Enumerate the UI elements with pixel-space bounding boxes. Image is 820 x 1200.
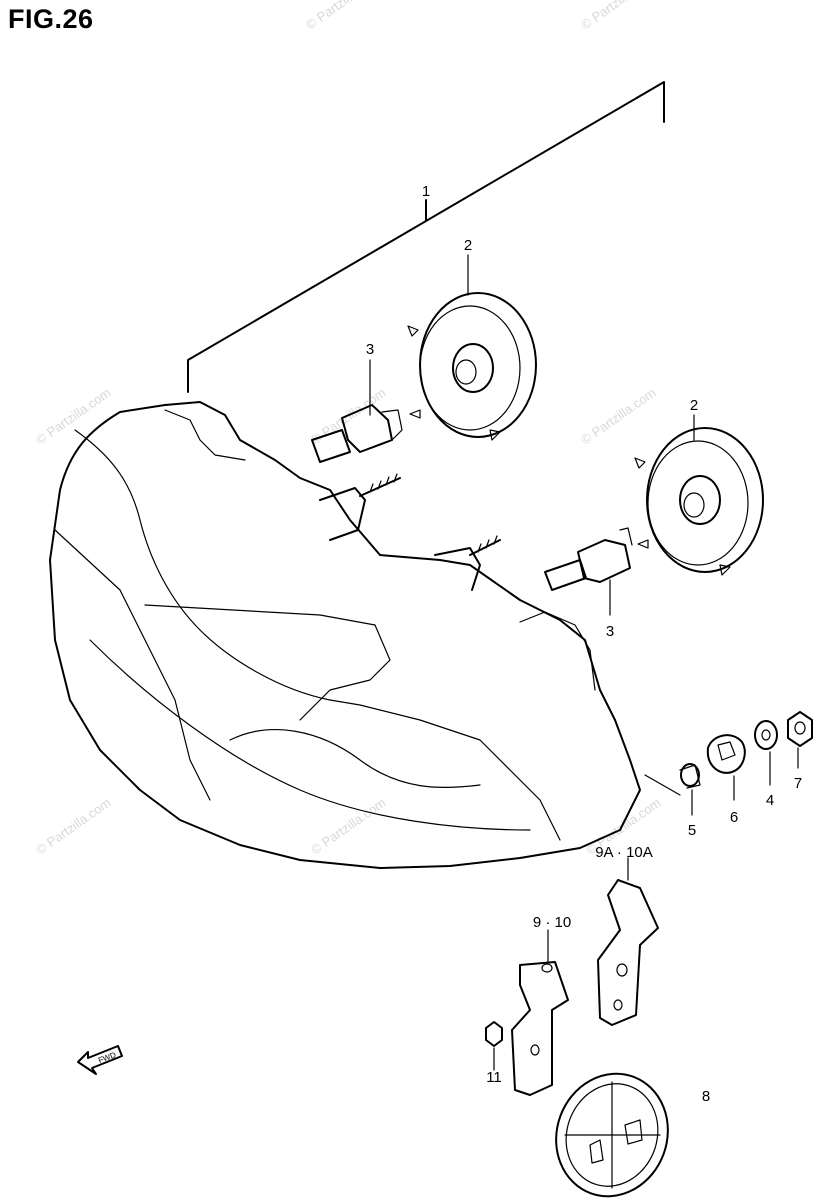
nut-11-part <box>485 1021 503 1071</box>
callout-9a-10a: 9A · 10A <box>595 844 653 861</box>
washer-outer <box>754 720 778 750</box>
lens-edge <box>54 529 211 801</box>
cover-detail <box>624 1119 643 1145</box>
lens-contour <box>229 729 481 789</box>
round-cover <box>555 1072 669 1198</box>
headlight-housing <box>49 401 681 869</box>
screw-thread <box>369 473 398 493</box>
collar-shape <box>680 763 700 787</box>
bracket-hole <box>616 963 628 977</box>
socket-cap-lower <box>634 414 764 576</box>
callout-3-lower: 3 <box>606 623 614 640</box>
washer-part <box>754 720 778 786</box>
figure-title: FIG.26 <box>8 4 94 34</box>
cap-tabs <box>407 325 501 441</box>
housing-tab <box>164 409 246 461</box>
bracket-shape <box>597 879 659 1026</box>
bracket-hole <box>530 1044 540 1056</box>
callout-2-lower: 2 <box>690 397 698 414</box>
socket-upper <box>319 487 366 541</box>
housing-seam <box>74 429 561 841</box>
cover-detail <box>589 1139 604 1164</box>
forward-arrow: FWD <box>77 1045 123 1075</box>
callout-3-upper: 3 <box>366 341 374 358</box>
callout-labels: 1 2 2 3 3 4 5 6 7 8 9 · 10 9A · 10A 11 <box>366 183 802 1105</box>
watermarks: © Partzilla.com © Partzilla.com © Partzi… <box>33 0 663 857</box>
nut-hex <box>485 1021 503 1047</box>
bracket-shape <box>511 961 569 1096</box>
watermark: © Partzilla.com <box>33 795 113 858</box>
grommet-part <box>706 734 746 801</box>
bracket-hole <box>541 963 553 973</box>
bracket-9a-10a <box>597 857 659 1026</box>
bulb-lower <box>544 527 633 616</box>
assembly-bracket <box>187 81 665 393</box>
grommet-center <box>717 741 736 761</box>
bulb-terminal <box>381 409 403 441</box>
housing-tab <box>519 611 596 691</box>
cover-inner <box>565 1083 659 1187</box>
watermark: © Partzilla.com <box>308 795 388 858</box>
bulb-upper <box>311 359 403 463</box>
callout-1: 1 <box>422 183 430 200</box>
nut-hole <box>794 721 806 735</box>
arrow-icon <box>77 1045 123 1075</box>
callout-11: 11 <box>486 1069 502 1086</box>
cover-outer <box>555 1072 669 1198</box>
watermark: © Partzilla.com <box>303 0 383 32</box>
cap-boss <box>679 475 721 525</box>
housing-outline <box>49 401 641 869</box>
bulb-glass <box>544 559 587 591</box>
washer-hole <box>761 729 771 741</box>
callout-8: 8 <box>702 1088 710 1105</box>
nut-hex <box>787 711 813 747</box>
callout-5: 5 <box>688 822 696 839</box>
stud-leader <box>644 774 681 796</box>
lens-contour <box>89 639 531 831</box>
watermark: © Partzilla.com <box>578 385 658 448</box>
cap-inner-ring <box>647 440 749 566</box>
adjust-screw-upper <box>359 477 401 497</box>
nut-part <box>787 711 813 769</box>
screw-thread <box>477 535 498 553</box>
cap-ring <box>646 427 764 573</box>
bulb-base <box>577 539 631 583</box>
socket-cap-upper <box>407 254 537 441</box>
bracket-hole <box>613 999 623 1011</box>
callout-9-10: 9 · 10 <box>533 914 571 931</box>
lens-contour <box>144 604 391 721</box>
cap-boss <box>452 343 494 393</box>
socket-lower <box>434 547 481 591</box>
adjust-screw-lower <box>469 539 501 556</box>
bracket-line <box>187 81 665 393</box>
bulb-glass <box>311 429 351 463</box>
bulb-terminal <box>619 527 633 546</box>
collar-body <box>679 764 701 789</box>
watermark: © Partzilla.com <box>578 0 658 32</box>
cap-tabs <box>634 457 731 576</box>
cap-hole <box>683 492 705 518</box>
watermark: © Partzilla.com <box>33 385 113 448</box>
callout-4: 4 <box>766 792 774 809</box>
callout-7: 7 <box>794 775 802 792</box>
grommet-shape <box>706 734 746 774</box>
bracket-9-10 <box>511 929 569 1096</box>
cap-inner-ring <box>419 305 521 431</box>
callout-2-upper: 2 <box>464 237 472 254</box>
callout-6: 6 <box>730 809 738 826</box>
cap-hole <box>455 359 477 385</box>
collar-part <box>679 763 701 816</box>
